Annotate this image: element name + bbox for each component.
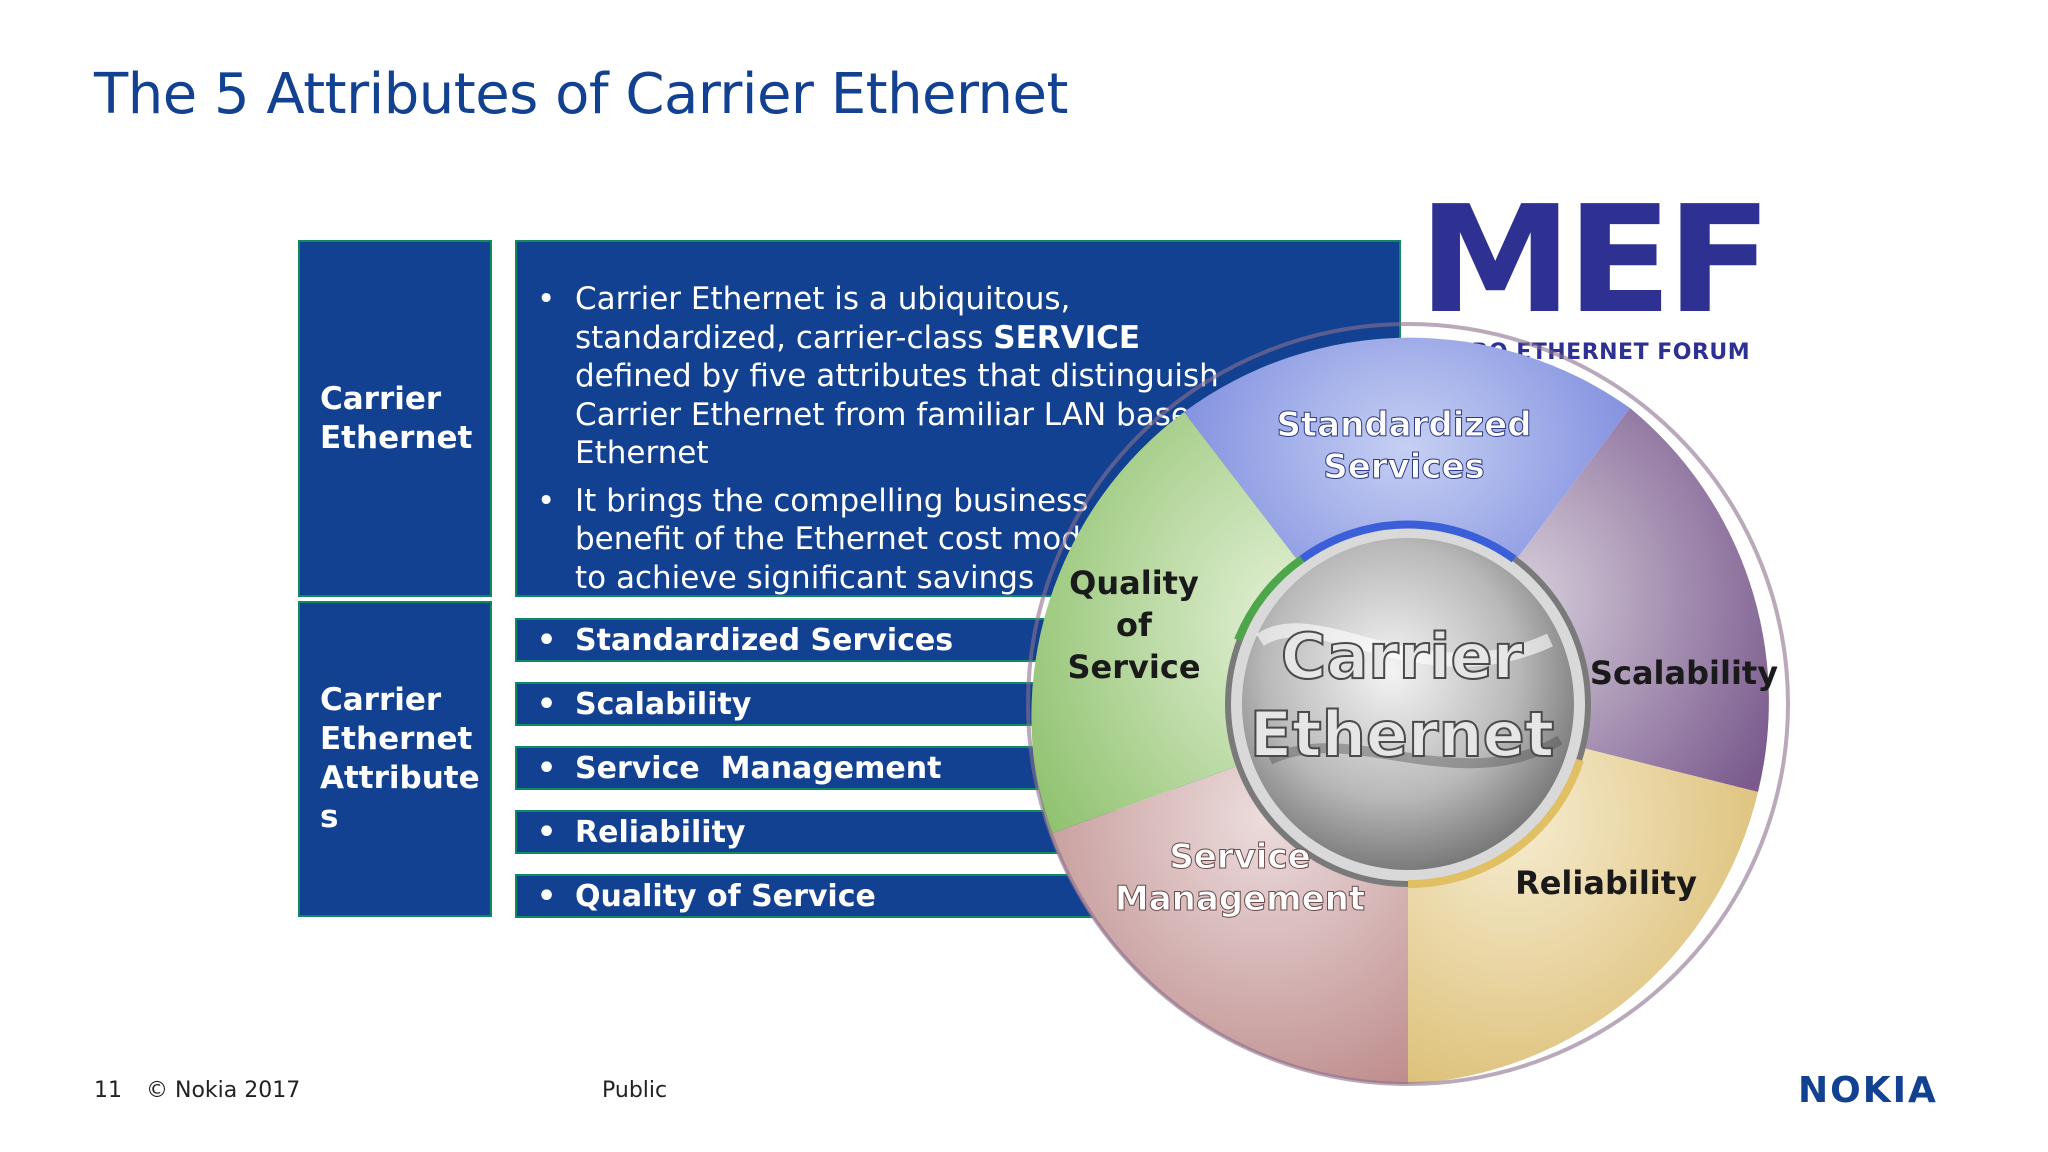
bullet-dot: • xyxy=(537,814,557,850)
bullet-1-text-after: defined by five attributes that distingu… xyxy=(575,358,1219,471)
description-bullets: Carrier Ethernet is a ubiquitous, standa… xyxy=(517,280,1257,606)
carrier-ethernet-label: Carrier Ethernet xyxy=(320,380,473,456)
mef-logo-letters: MEF xyxy=(1418,174,1772,346)
page-number: 11 xyxy=(94,1078,122,1103)
bullet-dot: • xyxy=(537,622,557,658)
bullet-1-bold-text: SERVICE xyxy=(993,319,1141,356)
nokia-logo: NOKIA xyxy=(1798,1070,1938,1111)
core-label-line2: Ethernet xyxy=(1250,698,1555,771)
mef-logo: MEF METRO ETHERNET FORUM xyxy=(1418,186,1772,365)
wheel-outer-rim xyxy=(1026,322,1790,1086)
segment-label-service-management-1: Service xyxy=(1169,837,1310,877)
inner-ring-accent-gold xyxy=(1407,758,1584,889)
core-label-line1: Carrier xyxy=(1281,620,1524,693)
attribute-label: Service Management xyxy=(575,750,942,786)
description-bullet-1: Carrier Ethernet is a ubiquitous, standa… xyxy=(517,280,1257,473)
classification-label: Public xyxy=(602,1078,668,1103)
segment-label-quality-2: of xyxy=(1116,606,1153,644)
bullet-dot: • xyxy=(537,686,557,722)
bullet-dot: • xyxy=(537,878,557,914)
slide-title: The 5 Attributes of Carrier Ethernet xyxy=(94,62,1068,127)
attribute-label: Reliability xyxy=(575,814,746,850)
segment-label-reliability: Reliability xyxy=(1515,864,1697,902)
carrier-ethernet-core xyxy=(1242,538,1574,870)
attributes-label-box: Carrier Ethernet Attribute s xyxy=(298,601,492,917)
inner-ring-accent-blue xyxy=(1299,520,1517,563)
bullet-dot: • xyxy=(537,750,557,786)
segment-label-service-management-2: Management xyxy=(1115,879,1365,919)
bullet-1-text-before: Carrier Ethernet is a ubiquitous, standa… xyxy=(575,281,1071,356)
inner-ring-accent-green xyxy=(1234,555,1305,642)
segment-label-standardized-1: Standardized xyxy=(1276,405,1531,445)
description-bullet-2: It brings the compelling business benefi… xyxy=(517,482,1135,598)
copyright-text: © Nokia 2017 xyxy=(146,1078,301,1103)
core-shadow xyxy=(1267,735,1563,769)
segment-label-quality-3: Service xyxy=(1067,648,1200,686)
segment-label-scalability: Scalability xyxy=(1590,654,1778,692)
core-highlight xyxy=(1256,623,1553,667)
attributes-label: Carrier Ethernet Attribute s xyxy=(320,682,480,835)
bullet-2-text: It brings the compelling business benefi… xyxy=(575,482,1109,596)
segment-label-standardized-2: Services xyxy=(1323,447,1485,487)
attribute-label: Scalability xyxy=(575,686,752,722)
carrier-ethernet-label-box: Carrier Ethernet xyxy=(298,240,492,597)
attribute-label: Quality of Service xyxy=(575,878,876,914)
segment-label-quality-1: Quality xyxy=(1069,564,1199,602)
attribute-label: Standardized Services xyxy=(575,622,954,658)
